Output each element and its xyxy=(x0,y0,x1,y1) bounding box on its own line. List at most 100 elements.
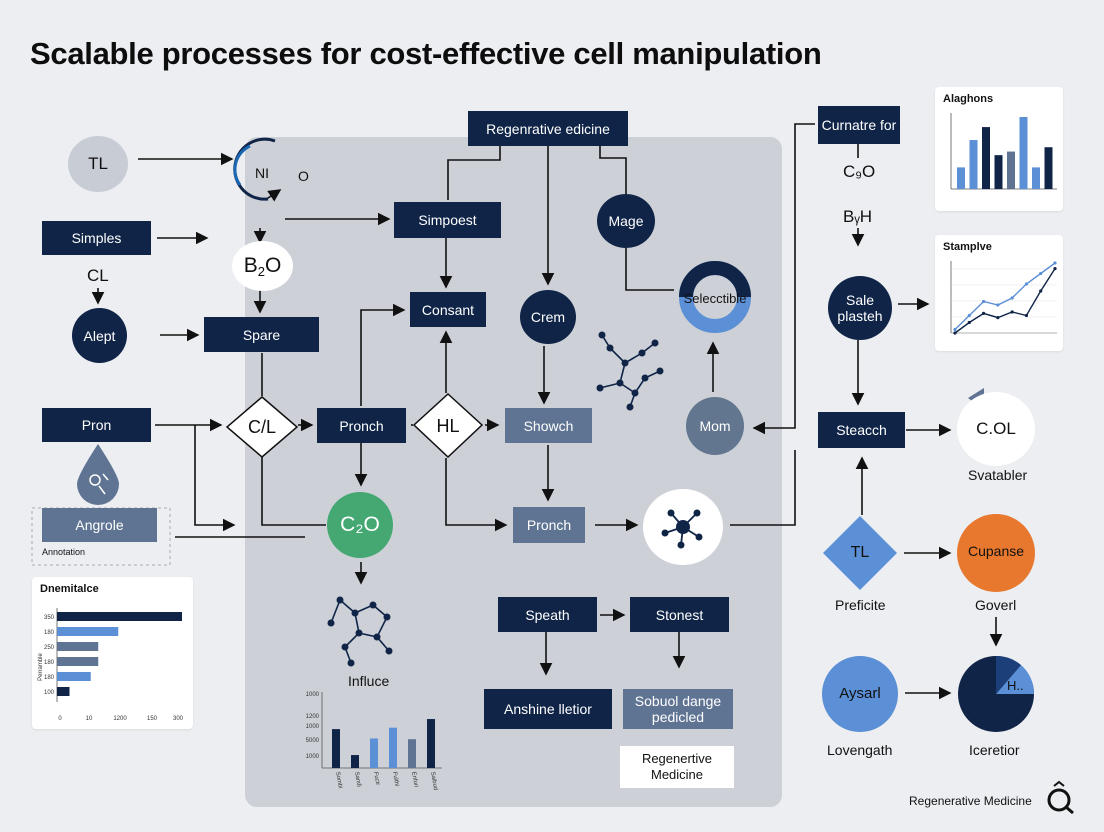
bar xyxy=(1032,167,1040,189)
tl-diamond-label: TL xyxy=(850,544,870,561)
x-tick-label: Sombi xyxy=(334,771,343,789)
network-icon xyxy=(661,509,703,549)
steach-box: Steacch xyxy=(818,412,905,448)
x-tick-label: Fulthi xyxy=(391,771,399,786)
c9o-label: C₉O xyxy=(843,162,876,181)
iceretior-label: Iceretior xyxy=(969,742,1020,758)
stonest-box: Stonest xyxy=(630,597,729,632)
bar xyxy=(389,727,397,768)
speath-box: Speath xyxy=(498,597,597,632)
data-point xyxy=(1024,313,1029,318)
y-tick-label: 350 xyxy=(44,615,55,621)
y-tick-label: 180 xyxy=(44,675,55,681)
logo-icon xyxy=(1047,780,1074,815)
data-point xyxy=(1010,296,1014,300)
crem-node: Crem xyxy=(520,290,576,344)
y-tick-label: 1000 xyxy=(306,754,320,760)
bar xyxy=(1019,117,1028,189)
bar xyxy=(351,755,359,768)
bar xyxy=(332,729,340,768)
b2o-b: B xyxy=(243,254,258,277)
alept-node: Alept xyxy=(72,308,127,363)
showch-box: Showch xyxy=(505,408,592,443)
data-point xyxy=(953,327,957,332)
y-tick-label: 1000 xyxy=(306,692,320,698)
data-point xyxy=(981,299,986,304)
x-tick-label: Saibud xyxy=(429,771,438,790)
alaghons-chart-card: Alaghons xyxy=(935,87,1063,211)
y-tick-label: 100 xyxy=(44,690,55,696)
selectible-ring xyxy=(679,261,751,333)
data-point xyxy=(981,311,986,315)
bar xyxy=(370,738,378,768)
data-point xyxy=(1039,271,1043,276)
mom-node: Mom xyxy=(686,397,744,455)
dnemitalce-title: Dnemitalce xyxy=(40,583,99,595)
preficite-label: Preficite xyxy=(835,597,886,613)
hl-diamond xyxy=(413,393,483,458)
goverl-label: Goverl xyxy=(975,597,1017,613)
regenerative-medicine-top-box: Regenrative edicine xyxy=(468,111,628,146)
data-point xyxy=(1010,310,1014,314)
x-tick-label: 1200 xyxy=(113,716,127,722)
alaghons-title: Alaghons xyxy=(943,93,994,105)
y-tick-label: 1200 xyxy=(306,714,320,720)
ni-label: NI xyxy=(255,165,269,181)
data-point xyxy=(1024,282,1029,286)
x-tick-label: 150 xyxy=(147,716,158,722)
tl-diamond xyxy=(823,516,897,590)
data-point xyxy=(996,316,1000,320)
bar xyxy=(1007,151,1015,189)
cl-diamond xyxy=(226,396,298,458)
y-tick-label: 5000 xyxy=(306,738,320,744)
y-axis-label: Perramble xyxy=(38,653,44,681)
page-title: Scalable processes for cost-effective ce… xyxy=(30,36,822,71)
h-label: H.. xyxy=(1007,678,1024,693)
bar xyxy=(427,719,435,768)
hl-diamond-label: HL xyxy=(436,415,460,436)
series-line xyxy=(954,268,1056,334)
data-point xyxy=(1053,261,1057,265)
simples-box: Simples xyxy=(42,221,151,255)
anshine-box: Anshine lletior xyxy=(484,689,612,729)
angrole-box: Angrole xyxy=(42,508,157,542)
cupanse-label: Cupanse xyxy=(967,543,1025,559)
bar xyxy=(57,657,99,666)
svatabler-label: Svatabler xyxy=(968,467,1028,483)
stamplve-chart-card: Stamplve xyxy=(935,235,1063,351)
ni-sub-label: O xyxy=(298,168,309,184)
pronch-box-mid: Pronch xyxy=(513,507,585,543)
bar xyxy=(1044,147,1053,189)
stamplve-chart xyxy=(950,261,1057,335)
pron-box: Pron xyxy=(42,408,151,442)
cl-label: CL xyxy=(87,266,109,285)
y-tick-label: 250 xyxy=(44,645,55,651)
data-point xyxy=(1053,267,1057,271)
b2o-sub: 2 xyxy=(257,264,265,279)
bar xyxy=(57,642,99,651)
bar xyxy=(969,140,978,189)
col-node: C.OL xyxy=(957,392,1035,466)
alaghons-chart xyxy=(950,113,1057,190)
x-tick-label: Sandi xyxy=(353,771,362,787)
droplet-icon xyxy=(77,444,119,505)
regenerative-medicine-box: Regenertive Medicine xyxy=(620,746,734,788)
y-tick-label: 180 xyxy=(44,630,55,636)
b2o-o: O xyxy=(264,254,282,277)
y-tick-label: 180 xyxy=(44,660,55,666)
selectible-label: Selecctible xyxy=(683,291,747,306)
bar xyxy=(994,155,1003,189)
spare-box: Spare xyxy=(204,317,319,352)
pie-icon xyxy=(958,655,1035,732)
sobuol-box: Sobuol dange pedicled xyxy=(623,689,733,729)
x-tick-label: 0 xyxy=(58,716,62,722)
bar xyxy=(408,739,416,768)
x-tick-label: 300 xyxy=(173,716,184,722)
stamplve-title: Stamplve xyxy=(943,241,992,253)
